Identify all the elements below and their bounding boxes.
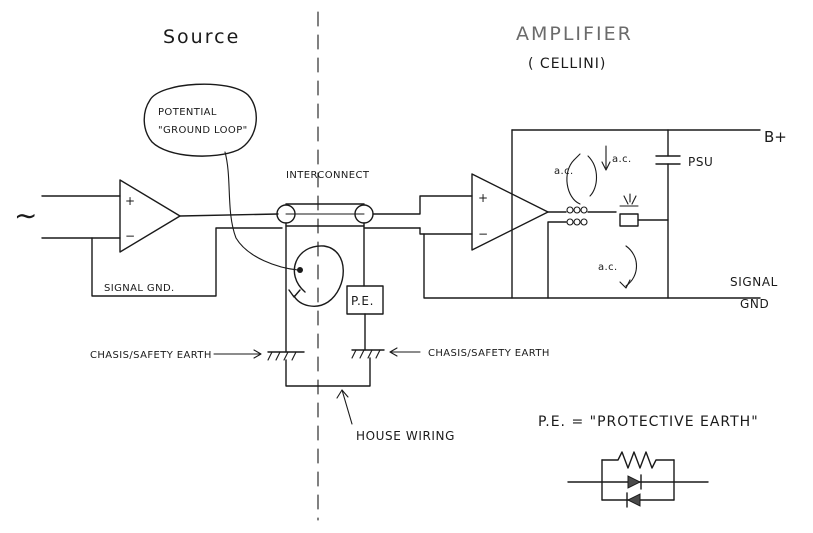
ground-loop-label-line2: "GROUND LOOP" [158,125,248,136]
amp-signal-ground-rail [423,233,761,299]
chassis-left-label: CHASIS/SAFETY EARTH [90,350,212,361]
ac-down-arrowhead [601,161,611,171]
lamp-ray-2 [631,195,637,205]
chassis-right-arrowhead [389,347,398,357]
output-coil-lower [566,218,588,226]
house-wiring-pointer [341,389,353,425]
chassis-earth-right-symbol [351,349,385,359]
ac-loop-upper [566,159,581,205]
ac-loop-lower [625,245,638,287]
ground-loop-arrowhead [288,289,301,298]
source-output-wire [179,213,279,217]
amp-opamp-plus: + [478,191,489,205]
source-signal-ground-wire [91,227,283,297]
pe-definition: P.E. = "PROTECTIVE EARTH" [538,414,759,430]
pe-network-symbol [567,451,709,508]
ac-label-lower: a.c. [598,262,618,273]
psu-label: PSU [688,155,713,169]
house-wiring-loop [285,357,371,387]
ac-loop-upper-arrowhead [573,153,581,161]
b-plus-label: B+ [764,128,787,146]
ac-label-upper: a.c. [554,166,574,177]
source-signal-ground-label: SIGNAL GND. [104,283,175,294]
coil-return-wire [547,221,567,299]
heading-amplifier: AMPLIFIER [516,23,633,45]
chassis-right-label: CHASIS/SAFETY EARTH [428,348,550,359]
signal-gnd-amp-label-line1: SIGNAL [730,275,778,289]
amplifier-opamp [471,173,549,251]
ground-loop-pointer-dot [297,267,303,273]
heading-source: Source [163,26,240,48]
signal-gnd-amp-label-line2: GND [740,297,769,311]
source-opamp [119,179,181,253]
interconnect-label: INTERCONNECT [286,170,370,181]
ac-label-right: a.c. [612,154,632,165]
ground-loop-arrow [293,245,344,307]
chassis-earth-left-symbol [267,351,305,361]
output-coil-upper [566,206,588,214]
pe-box-label: P.E. [351,294,374,308]
amp-ground-wire [419,227,473,235]
indicator-lamp [619,213,639,227]
source-opamp-minus: − [125,229,136,243]
source-opamp-plus: + [125,194,136,208]
ac-loop-lower-arrowhead [619,279,631,289]
heading-amplifier-model: ( CELLINI) [528,56,606,72]
ac-loop-upper-right [587,155,598,197]
ground-loop-label-line1: POTENTIAL [158,107,217,118]
ac-source-symbol: ∼ [14,199,37,232]
house-wiring-arrowhead [336,389,349,399]
ground-loop-pointer [224,151,299,271]
lamp-ray-1 [623,195,629,205]
ground-loop-bubble [143,83,257,157]
amp-input-wire [372,195,473,215]
chassis-left-arrowhead [253,349,262,359]
house-wiring-label: HOUSE WIRING [356,429,455,443]
amp-opamp-minus: − [478,227,489,241]
